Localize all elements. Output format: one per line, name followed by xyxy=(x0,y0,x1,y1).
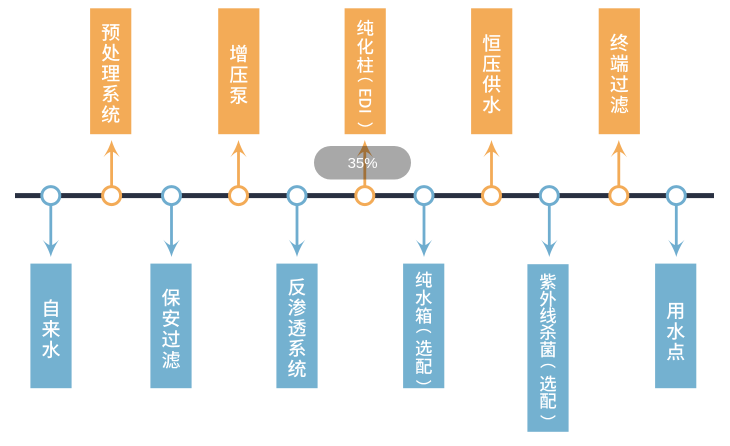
svg-text:35%: 35% xyxy=(348,155,378,172)
